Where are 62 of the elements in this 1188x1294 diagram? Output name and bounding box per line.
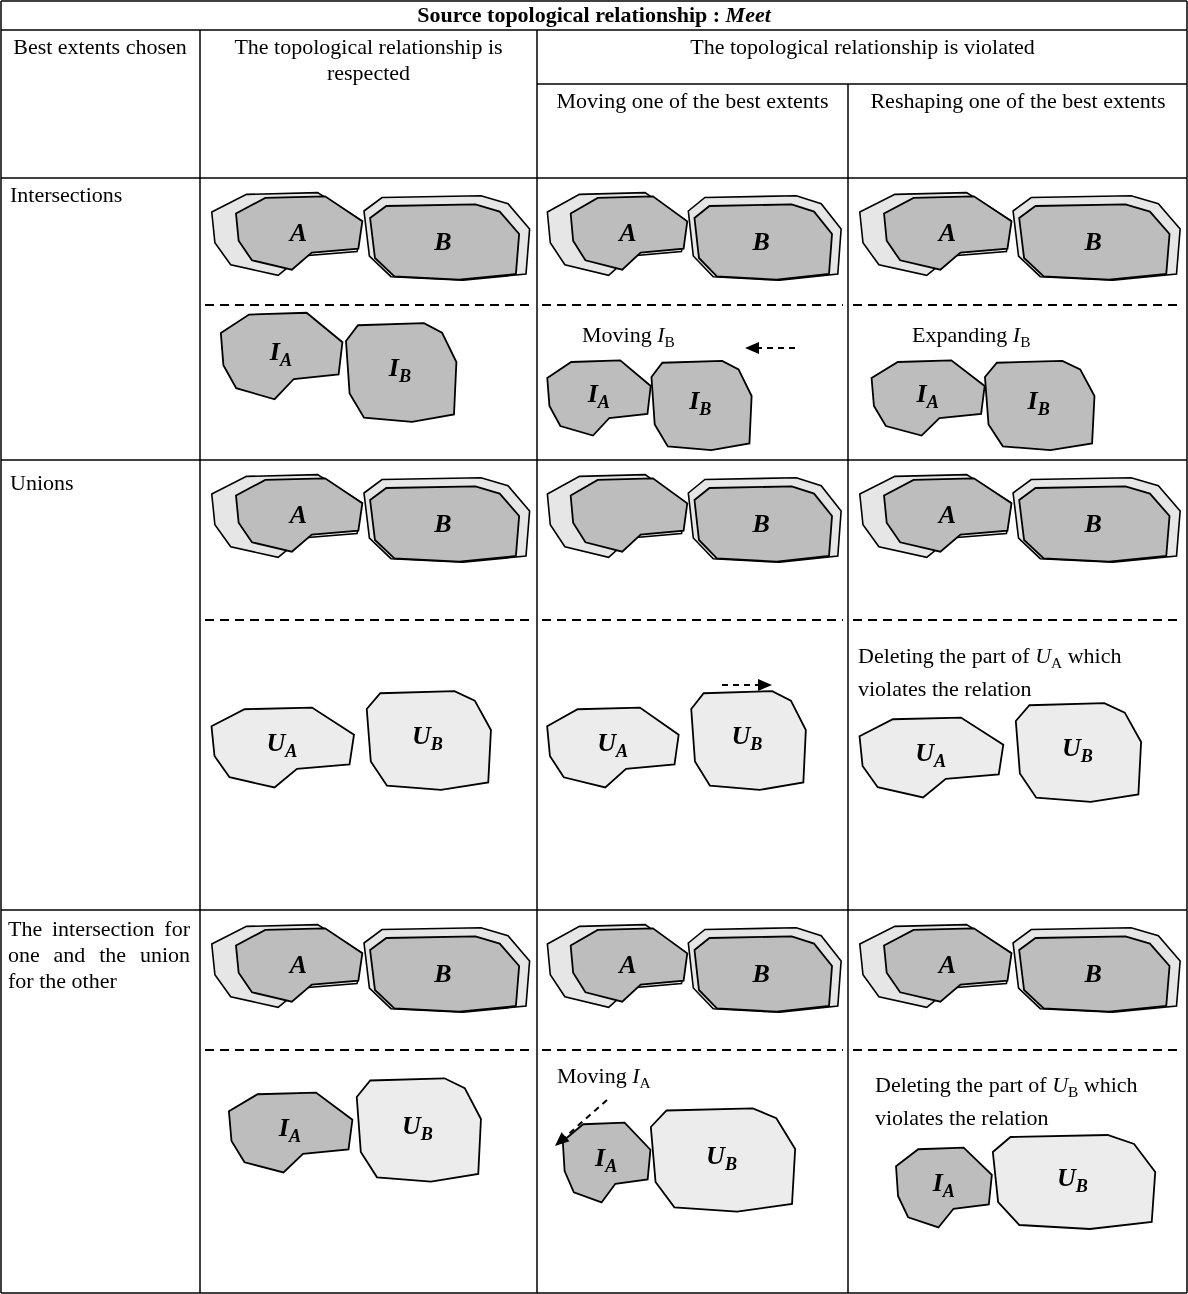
region-label: U$_{B}$ [412, 721, 443, 757]
table-header: Source topological relationship : Meet [416, 2, 773, 28]
union-shape [543, 705, 682, 790]
region-label: U$_{B}$ [1062, 733, 1093, 769]
region-label: A [938, 950, 957, 980]
region-label: I$_{B}$ [1027, 386, 1050, 422]
region-label: B [434, 227, 452, 257]
table-text: The topological relationship is respected [233, 34, 504, 86]
region-label: U$_{B}$ [1057, 1162, 1088, 1199]
table-text: The intersection for one and the union for the other [8, 916, 190, 994]
region-label: I$_{A}$ [595, 1143, 618, 1179]
extent-polygon [232, 926, 365, 1004]
extent-polygon [225, 1090, 355, 1175]
table-text: Deleting the part of U$_{A}$ which violates the relation [858, 643, 1123, 703]
region-label: U$_{A}$ [915, 738, 947, 774]
region-label: A [619, 218, 637, 248]
table-text: Intersections [10, 182, 124, 208]
region-label: U$_{A}$ [597, 728, 629, 764]
extent-polygon [560, 1120, 653, 1205]
region-label: B [434, 509, 452, 539]
extent-polygon [893, 1145, 995, 1230]
table-text: The topological relationship is violated [689, 34, 1036, 60]
extent-polygon [544, 358, 654, 438]
table-text: Expanding I$_{B}$ [912, 322, 1032, 353]
region-label: A [938, 218, 957, 248]
extent-polygon [217, 310, 345, 402]
region-label: A [289, 218, 308, 248]
extent-polygon [232, 194, 365, 272]
region-label: U$_{B}$ [731, 721, 763, 757]
extent-polygon [868, 358, 988, 438]
extent-polygon [232, 476, 365, 554]
region-label: I$_{B}$ [689, 386, 712, 422]
table-text: Deleting the part of U$_{B}$ which violates the relation [875, 1072, 1139, 1132]
table-text: Unions [10, 470, 75, 496]
region-label: U$_{A}$ [266, 728, 298, 764]
extent-polygon [880, 194, 1015, 272]
region-label: I$_{A}$ [269, 336, 293, 373]
region-label: A [938, 500, 957, 530]
region-label: B [752, 959, 770, 989]
region-label: A [619, 950, 637, 980]
region-label: U$_{B}$ [402, 1110, 433, 1147]
region-label: I$_{A}$ [278, 1113, 302, 1149]
extent-polygon [880, 926, 1015, 1004]
table-text: Best extents chosen [12, 34, 188, 60]
region-label: B [1084, 227, 1102, 257]
region-label: I$_{A}$ [587, 378, 610, 415]
region-label: B [1084, 509, 1102, 539]
region-label: B [752, 509, 770, 539]
table-text: Reshaping one of the best extents [869, 88, 1167, 114]
region-label: B [434, 959, 452, 989]
region-label: I$_{A}$ [916, 378, 939, 415]
table-text: Moving I$_{A}$ [557, 1063, 652, 1094]
region-label: U$_{B}$ [706, 1140, 737, 1177]
region-label: I$_{B}$ [388, 353, 412, 389]
extent-polygon [880, 476, 1015, 554]
table-text: Moving I$_{B}$ [582, 322, 676, 353]
region-label: A [289, 950, 308, 980]
region-label: B [1084, 959, 1102, 989]
region-label: B [752, 227, 770, 257]
region-label: A [289, 500, 308, 530]
table-text: Moving one of the best extents [555, 88, 830, 114]
region-label: I$_{A}$ [932, 1168, 955, 1204]
